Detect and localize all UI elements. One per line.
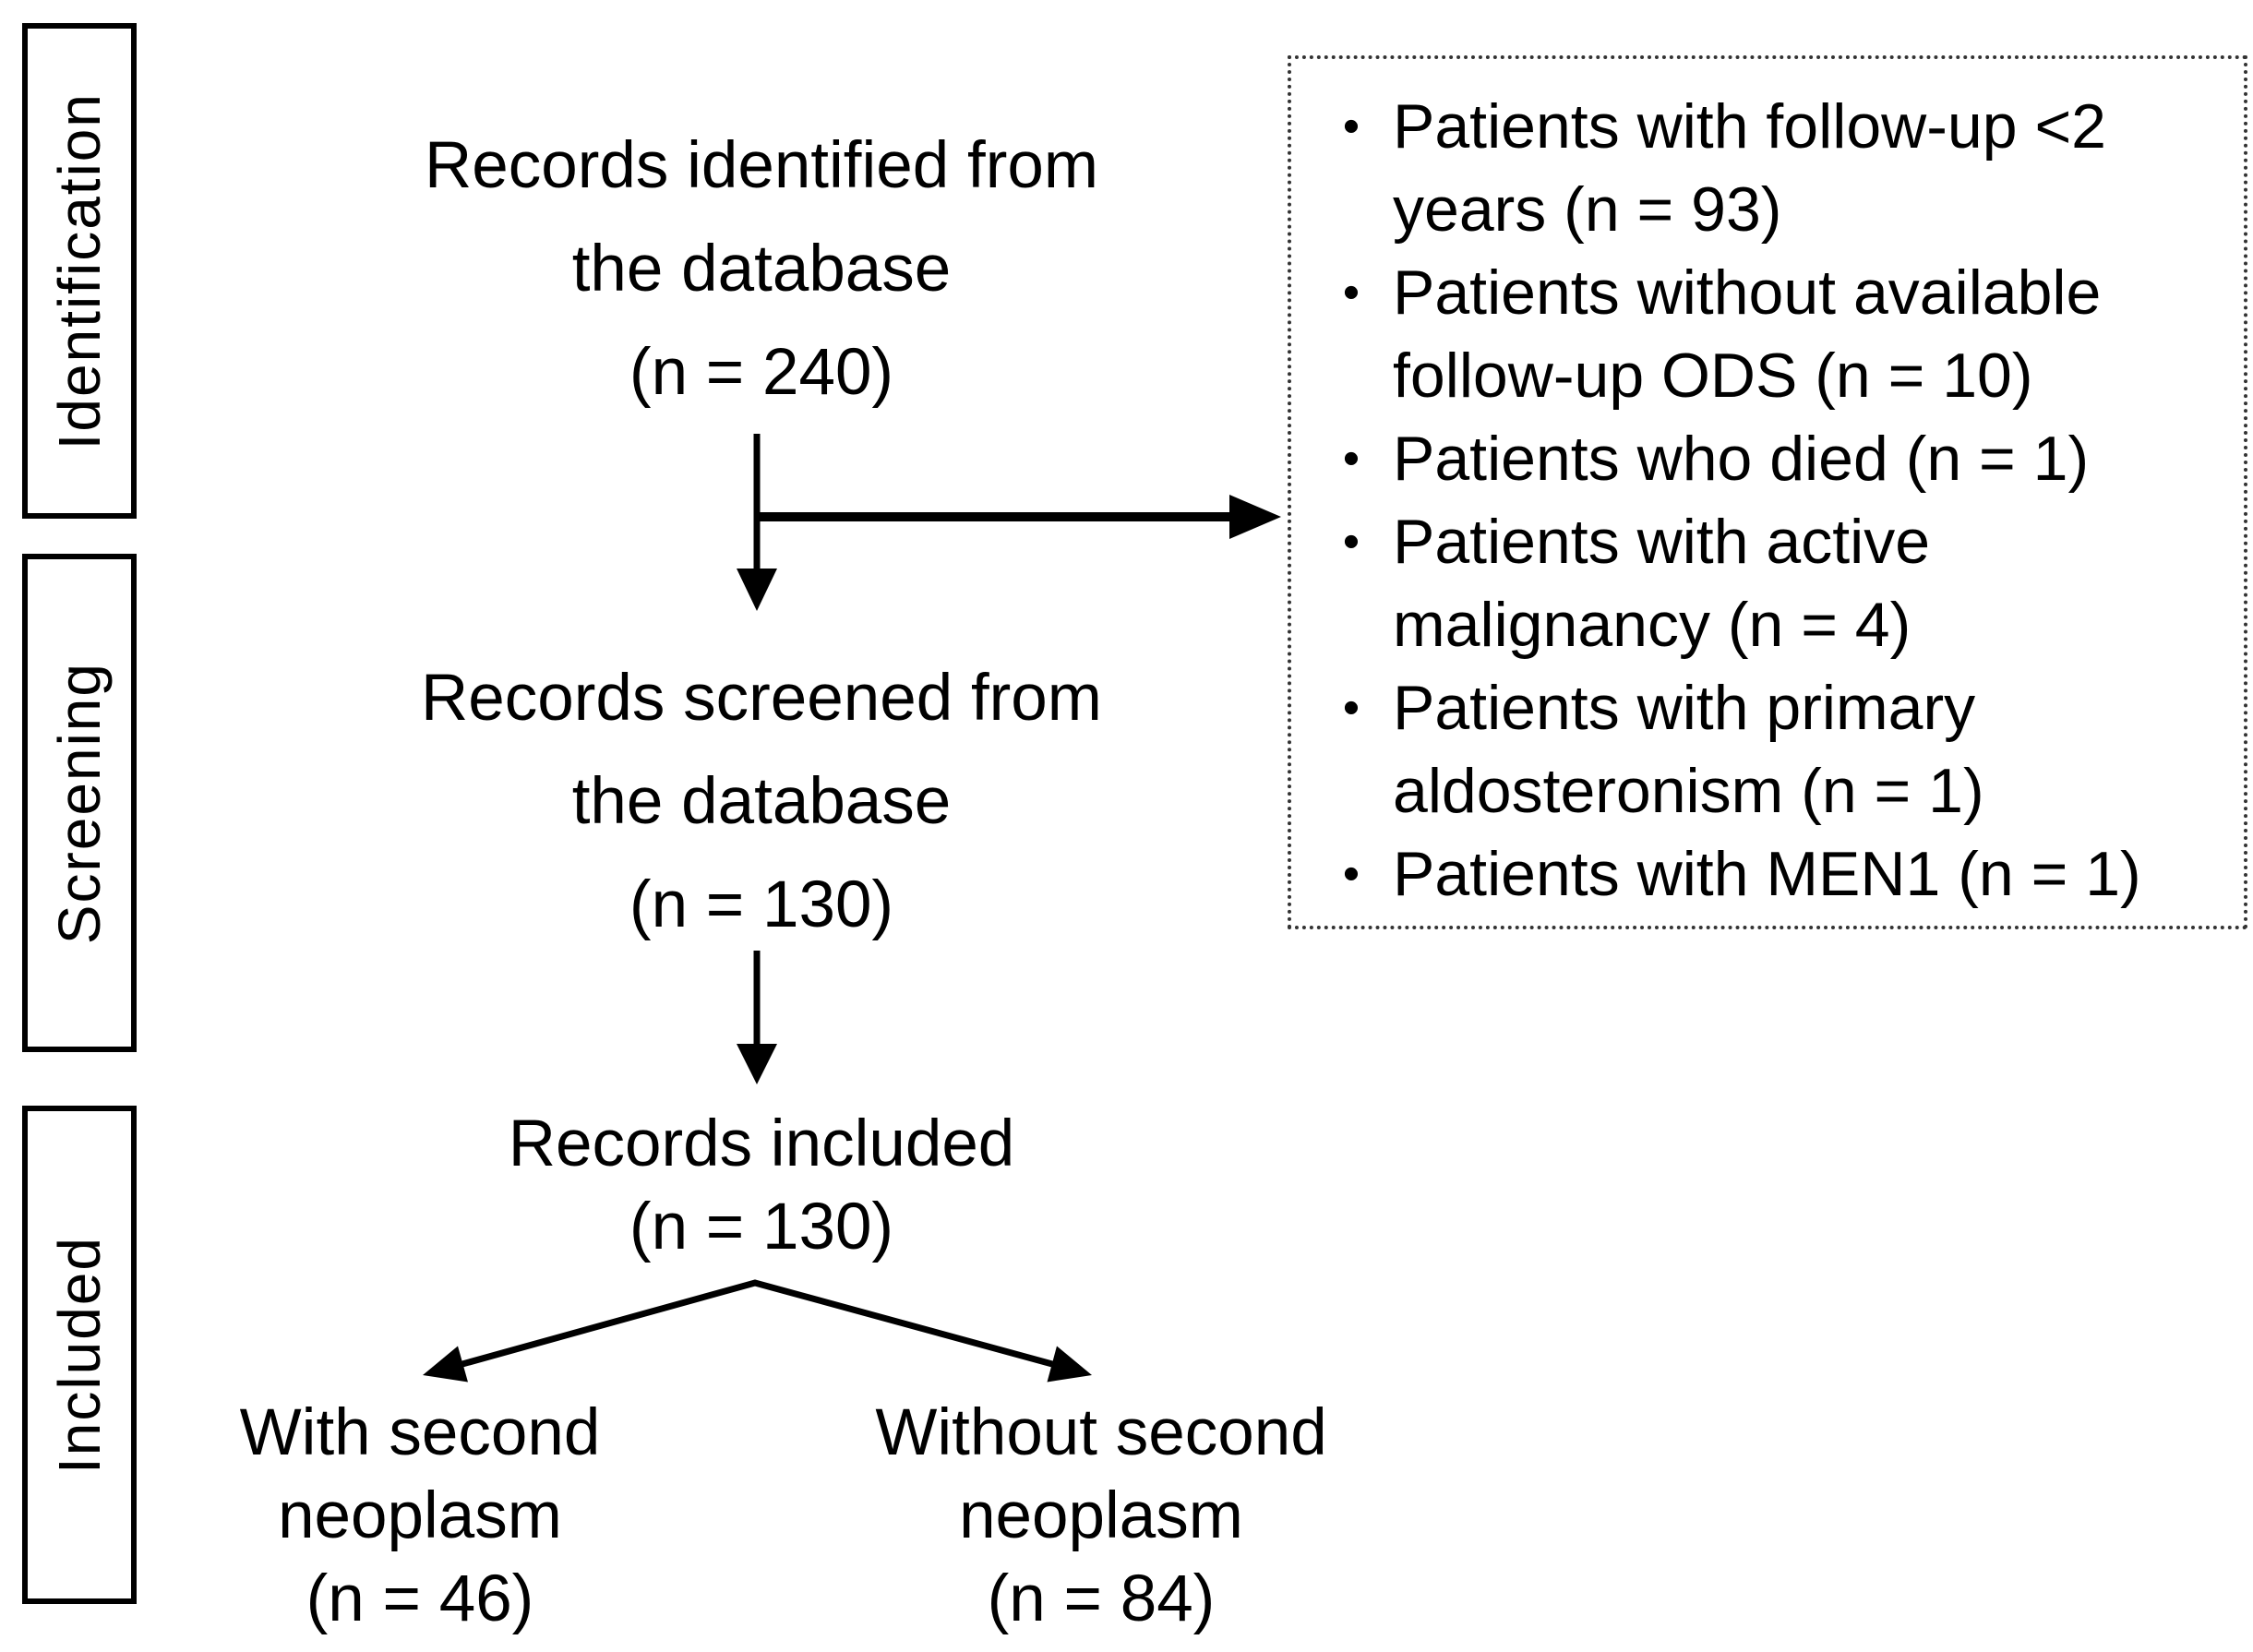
exclusion-item-text: Patients with MEN1 (n = 1) xyxy=(1393,839,2141,909)
exclusion-item: • Patients with MEN1 (n = 1) xyxy=(1310,832,2231,916)
exclusion-item-text: Patients who died (n = 1) xyxy=(1393,424,2090,494)
exclusion-item-text: Patients with follow-up <2 years (n = 93… xyxy=(1393,91,2106,245)
exclusion-item-text: Patients without available follow-up ODS… xyxy=(1393,257,2102,411)
bullet-icon: • xyxy=(1342,515,1360,569)
exclusion-item: • Patients without available follow-up O… xyxy=(1310,251,2231,417)
exclusion-item: • Patients with follow-up <2 years (n = … xyxy=(1310,85,2231,251)
node-with-second-neoplasm: With second neoplasm (n = 46) xyxy=(239,1396,601,1635)
stage-box-screening: Screening xyxy=(22,554,137,1052)
exclusion-item-text: Patients with primary aldosteronism (n =… xyxy=(1393,673,1984,826)
bullet-icon: • xyxy=(1342,432,1360,485)
exclusion-item-text: Patients with active malignancy (n = 4) xyxy=(1393,507,1931,660)
bullet-icon: • xyxy=(1342,100,1360,153)
stage-box-included: Included xyxy=(22,1106,137,1604)
exclusions-box: • Patients with follow-up <2 years (n = … xyxy=(1288,55,2247,929)
bullet-icon: • xyxy=(1342,847,1360,901)
exclusion-item: • Patients who died (n = 1) xyxy=(1310,417,2231,500)
arrow-identified-to-screened xyxy=(737,434,777,611)
stage-box-identification: Identification xyxy=(22,23,137,519)
arrow-included-to-branches xyxy=(423,1279,1092,1383)
exclusion-item: • Patients with active malignancy (n = 4… xyxy=(1310,500,2231,666)
exclusion-item: • Patients with primary aldosteronism (n… xyxy=(1310,666,2231,832)
stage-label-screening: Screening xyxy=(46,661,113,945)
arrow-screened-to-included xyxy=(737,951,777,1084)
node-without-second-neoplasm: Without second neoplasm (n = 84) xyxy=(875,1396,1327,1635)
arrow-to-exclusions xyxy=(757,495,1281,539)
node-records-included: Records included (n = 130) xyxy=(508,1107,1015,1263)
bullet-icon: • xyxy=(1342,266,1360,319)
stage-label-identification: Identification xyxy=(46,91,113,450)
bullet-icon: • xyxy=(1342,681,1360,735)
node-records-identified: Records identified from the database (n … xyxy=(424,129,1099,409)
node-records-screened: Records screened from the database (n = … xyxy=(421,662,1102,941)
